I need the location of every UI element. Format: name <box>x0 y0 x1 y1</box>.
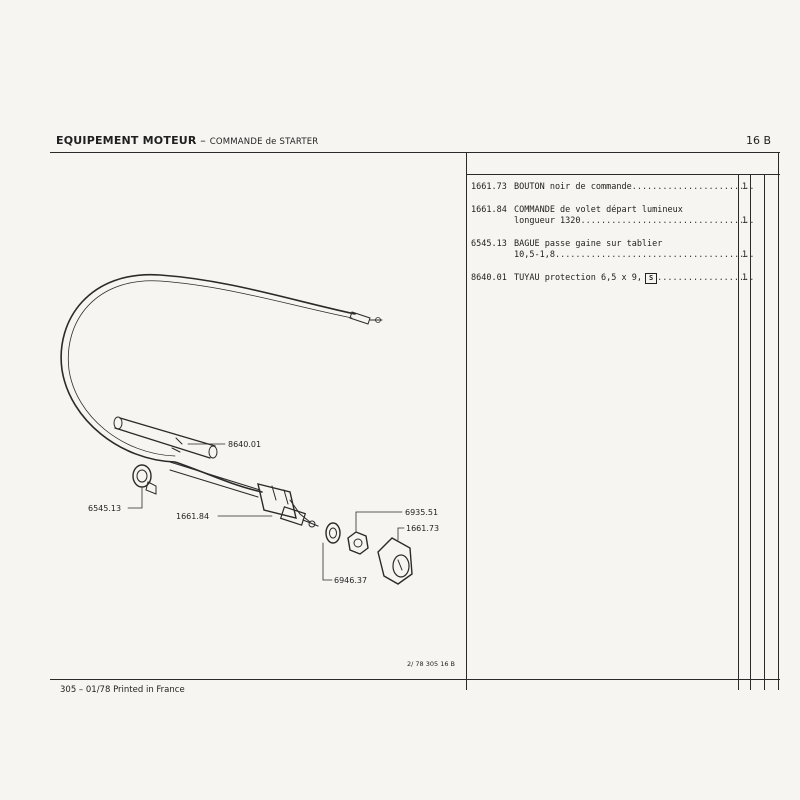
footer-rule <box>50 679 780 680</box>
qty-column-rule <box>738 175 739 690</box>
part-ref: 8640.01 <box>471 273 507 283</box>
starter-control-body <box>257 483 319 528</box>
leader-dots: .................................... <box>631 182 753 192</box>
part-row: 8640.01 TUYAU protection 6,5 x 9, S ....… <box>471 273 753 284</box>
part-row: 1661.73 BOUTON noir de commande ........… <box>471 182 753 193</box>
title-separator: – <box>200 134 206 147</box>
callout-6935-51: 6935.51 <box>405 508 439 517</box>
parts-list: 1661.73 BOUTON noir de commande ........… <box>471 182 753 296</box>
cable-sheath-inner <box>67 280 353 457</box>
header-rule <box>50 152 780 153</box>
part-line: 10,5-1,8 ...............................… <box>514 250 753 261</box>
starter-knob <box>377 537 413 585</box>
table-top-rule <box>466 174 780 175</box>
part-qty: 1 <box>741 250 747 260</box>
section-subtitle: COMMANDE de STARTER <box>209 137 319 147</box>
part-line: longueur 1320 ..........................… <box>514 216 753 227</box>
part-desc: BOUTON noir de commande <box>514 182 632 192</box>
leader-dots: ............................... <box>657 273 753 283</box>
service-symbol: S <box>644 273 658 284</box>
leader-6935 <box>355 511 403 532</box>
leader-6545 <box>127 487 143 509</box>
table-left-rule <box>466 153 467 690</box>
part-line: BAGUE passe gaine sur tablier <box>514 239 753 250</box>
part-desc: BAGUE passe gaine sur tablier <box>514 239 663 249</box>
part-line: TUYAU protection 6,5 x 9, S ............… <box>514 273 753 284</box>
part-qty: 1 <box>741 182 747 192</box>
cable-end-fitting <box>349 311 371 325</box>
part-desc-2: 10,5-1,8 <box>514 250 555 260</box>
callout-1661-73: 1661.73 <box>406 524 440 533</box>
edition-code: 305 – 01/78 <box>60 685 111 695</box>
callout-6545-13: 6545.13 <box>88 504 122 513</box>
callout-1661-84: 1661.84 <box>176 512 210 521</box>
cable-sheath <box>60 273 356 493</box>
part-desc: TUYAU protection 6,5 x 9, <box>514 273 642 283</box>
part-row: 1661.84 COMMANDE de volet départ lumineu… <box>471 205 753 227</box>
printed-in: Printed in France <box>113 685 185 695</box>
part-desc-2: longueur 1320 <box>514 216 581 226</box>
grommet-bague <box>132 464 157 495</box>
leader-1661-73 <box>397 527 405 541</box>
footer: 305 – 01/78 Printed in France <box>60 685 185 695</box>
part-ref: 6545.13 <box>471 239 507 249</box>
washer <box>325 522 341 544</box>
callout-6946-37: 6946.37 <box>334 576 368 585</box>
leader-dots: ........................................ <box>580 216 753 226</box>
protection-tube <box>113 416 218 459</box>
part-qty: 1 <box>741 273 747 283</box>
part-line: COMMANDE de volet départ lumineux <box>514 205 753 216</box>
document-reference: 2/ 78 305 16 B <box>407 660 455 668</box>
part-ref: 1661.84 <box>471 205 507 215</box>
column-rule-2 <box>764 175 765 690</box>
column-rule-3 <box>778 153 779 690</box>
column-rule-1 <box>750 175 751 690</box>
part-ref: 1661.73 <box>471 182 507 192</box>
callout-8640-01: 8640.01 <box>228 440 262 449</box>
part-row: 6545.13 BAGUE passe gaine sur tablier 10… <box>471 239 753 261</box>
leader-dots: ........................................… <box>554 250 753 260</box>
page-code: 16 B <box>746 134 772 147</box>
part-line: BOUTON noir de commande ................… <box>514 182 753 193</box>
hex-nut <box>347 531 369 555</box>
leader-6946 <box>322 542 333 581</box>
page-header-title: EQUIPEMENT MOTEUR – COMMANDE de STARTER <box>56 134 318 147</box>
section-title: EQUIPEMENT MOTEUR <box>56 134 197 147</box>
part-qty: 1 <box>741 216 747 226</box>
part-desc: COMMANDE de volet départ lumineux <box>514 205 683 215</box>
